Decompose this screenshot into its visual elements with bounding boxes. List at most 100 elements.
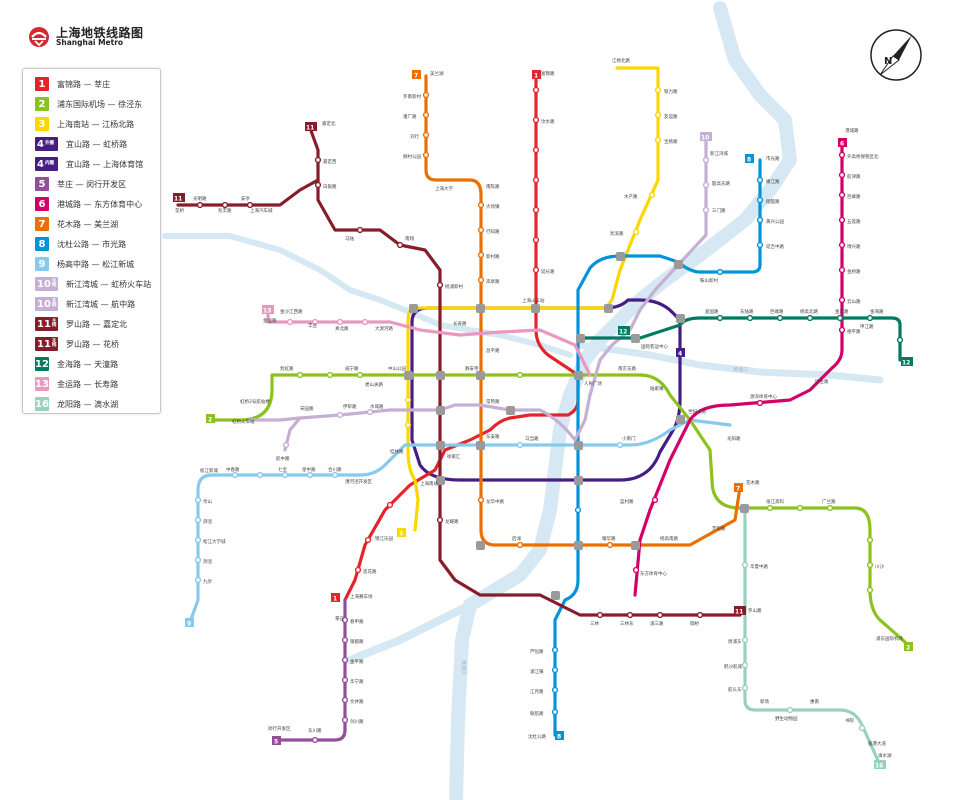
transfer-station xyxy=(574,476,583,485)
station-dot xyxy=(826,504,834,512)
transfer-station xyxy=(574,441,583,450)
station-label: 美兰湖 xyxy=(430,70,444,77)
transfer-station xyxy=(631,541,640,550)
station-dot xyxy=(632,566,640,574)
station-dot xyxy=(477,496,485,504)
station-dot xyxy=(776,314,784,322)
station-label: 洞泾 xyxy=(203,558,212,565)
station-label: 马当路 xyxy=(525,435,539,442)
station-label: 莘庄 xyxy=(335,615,344,622)
line-11-tag-south xyxy=(734,606,746,615)
station-label: 龙阳路 xyxy=(727,435,741,442)
title-chinese: 上海地铁线路图 xyxy=(56,25,144,40)
station-label: 金桥路 xyxy=(847,268,861,275)
transfer-station xyxy=(476,541,485,550)
station-label: 岚皋路 xyxy=(486,278,500,285)
station-dot xyxy=(654,136,662,144)
legend-text: 富锦路 — 莘庄 xyxy=(57,79,111,89)
station-label: 伊犁路 xyxy=(343,403,357,410)
station-dot xyxy=(341,656,349,664)
line-11-branch-path[interactable] xyxy=(176,178,320,207)
transfer-station xyxy=(436,406,445,415)
station-label: 淞虹路 xyxy=(280,365,294,372)
station-label: 国际客运中心 xyxy=(641,343,668,350)
station-label: 博兴路 xyxy=(847,243,861,250)
station-label: 浦江镇 xyxy=(530,668,544,675)
line-7-path[interactable] xyxy=(424,74,742,547)
station-dot xyxy=(716,268,724,276)
line-16-path[interactable] xyxy=(743,506,882,767)
transfer-station xyxy=(574,371,583,380)
legend-text: 金海路 — 天潼路 xyxy=(57,359,119,369)
station-label: 沈杜公路 xyxy=(528,733,546,740)
station-dot xyxy=(551,686,559,694)
station-label: 芦恒路 xyxy=(530,648,544,655)
station-label: 上海汽车城 xyxy=(250,207,273,214)
station-dot xyxy=(436,516,444,524)
station-dot xyxy=(282,441,290,449)
transfer-station xyxy=(616,252,625,261)
station-dot xyxy=(702,206,710,214)
legend-text: 浦东国际机场 — 徐泾东 xyxy=(57,99,143,109)
line-8-path[interactable] xyxy=(553,158,762,737)
station-label: 上海火车站 xyxy=(522,297,545,304)
line-12-badge: 12 xyxy=(35,357,49,371)
station-label: 德平路 xyxy=(847,328,861,335)
station-label: 金运路 xyxy=(263,317,277,324)
station-dot xyxy=(838,266,846,274)
station-label: 周浦东 xyxy=(728,638,742,645)
line-9-path[interactable] xyxy=(188,418,732,624)
station-label: 书院 xyxy=(845,717,854,724)
station-dot xyxy=(326,371,334,379)
line-1-tag-num: 1 xyxy=(333,596,337,603)
line-13-path[interactable] xyxy=(266,308,592,377)
station-label: 昌平路 xyxy=(486,347,500,354)
stations[interactable] xyxy=(194,86,904,744)
line-1-path[interactable] xyxy=(343,70,580,602)
line-13-badge: 13 xyxy=(35,377,49,391)
station-dot xyxy=(396,241,404,249)
line-3-path[interactable] xyxy=(406,66,660,532)
station-dot xyxy=(281,471,289,479)
station-dot xyxy=(786,706,794,714)
legend-row[interactable]: 12 金海路 — 天潼路 xyxy=(35,357,118,371)
line-6-path[interactable] xyxy=(633,138,844,597)
station-dot xyxy=(858,724,866,732)
line-7-tag-num: 7 xyxy=(414,73,418,80)
station-label: 宋园路 xyxy=(300,405,314,412)
station-label: 罗山路 xyxy=(748,607,762,614)
station-label: 松江大学城 xyxy=(203,538,226,545)
line-16-tag xyxy=(874,760,886,769)
station-dot xyxy=(341,716,349,724)
line-12-path[interactable] xyxy=(578,316,902,362)
transfer-station xyxy=(604,304,613,313)
station-label: 铁力路 xyxy=(664,88,678,95)
station-label: 兆丰路 xyxy=(218,207,232,214)
station-dot xyxy=(532,116,540,124)
line-tags[interactable]: 1 1 2 2 3 4 5 6 7 7 8 8 9 10 11 11 11 12 xyxy=(173,70,913,770)
station-label: 莲花路 xyxy=(363,568,377,575)
station-label: 东陆路 xyxy=(740,308,754,315)
station-dot xyxy=(866,536,874,544)
line-11-path[interactable] xyxy=(308,126,742,617)
station-label: 龙耀路 xyxy=(445,518,459,525)
line-5-path[interactable] xyxy=(278,598,347,742)
transfer-stations[interactable] xyxy=(404,252,749,600)
